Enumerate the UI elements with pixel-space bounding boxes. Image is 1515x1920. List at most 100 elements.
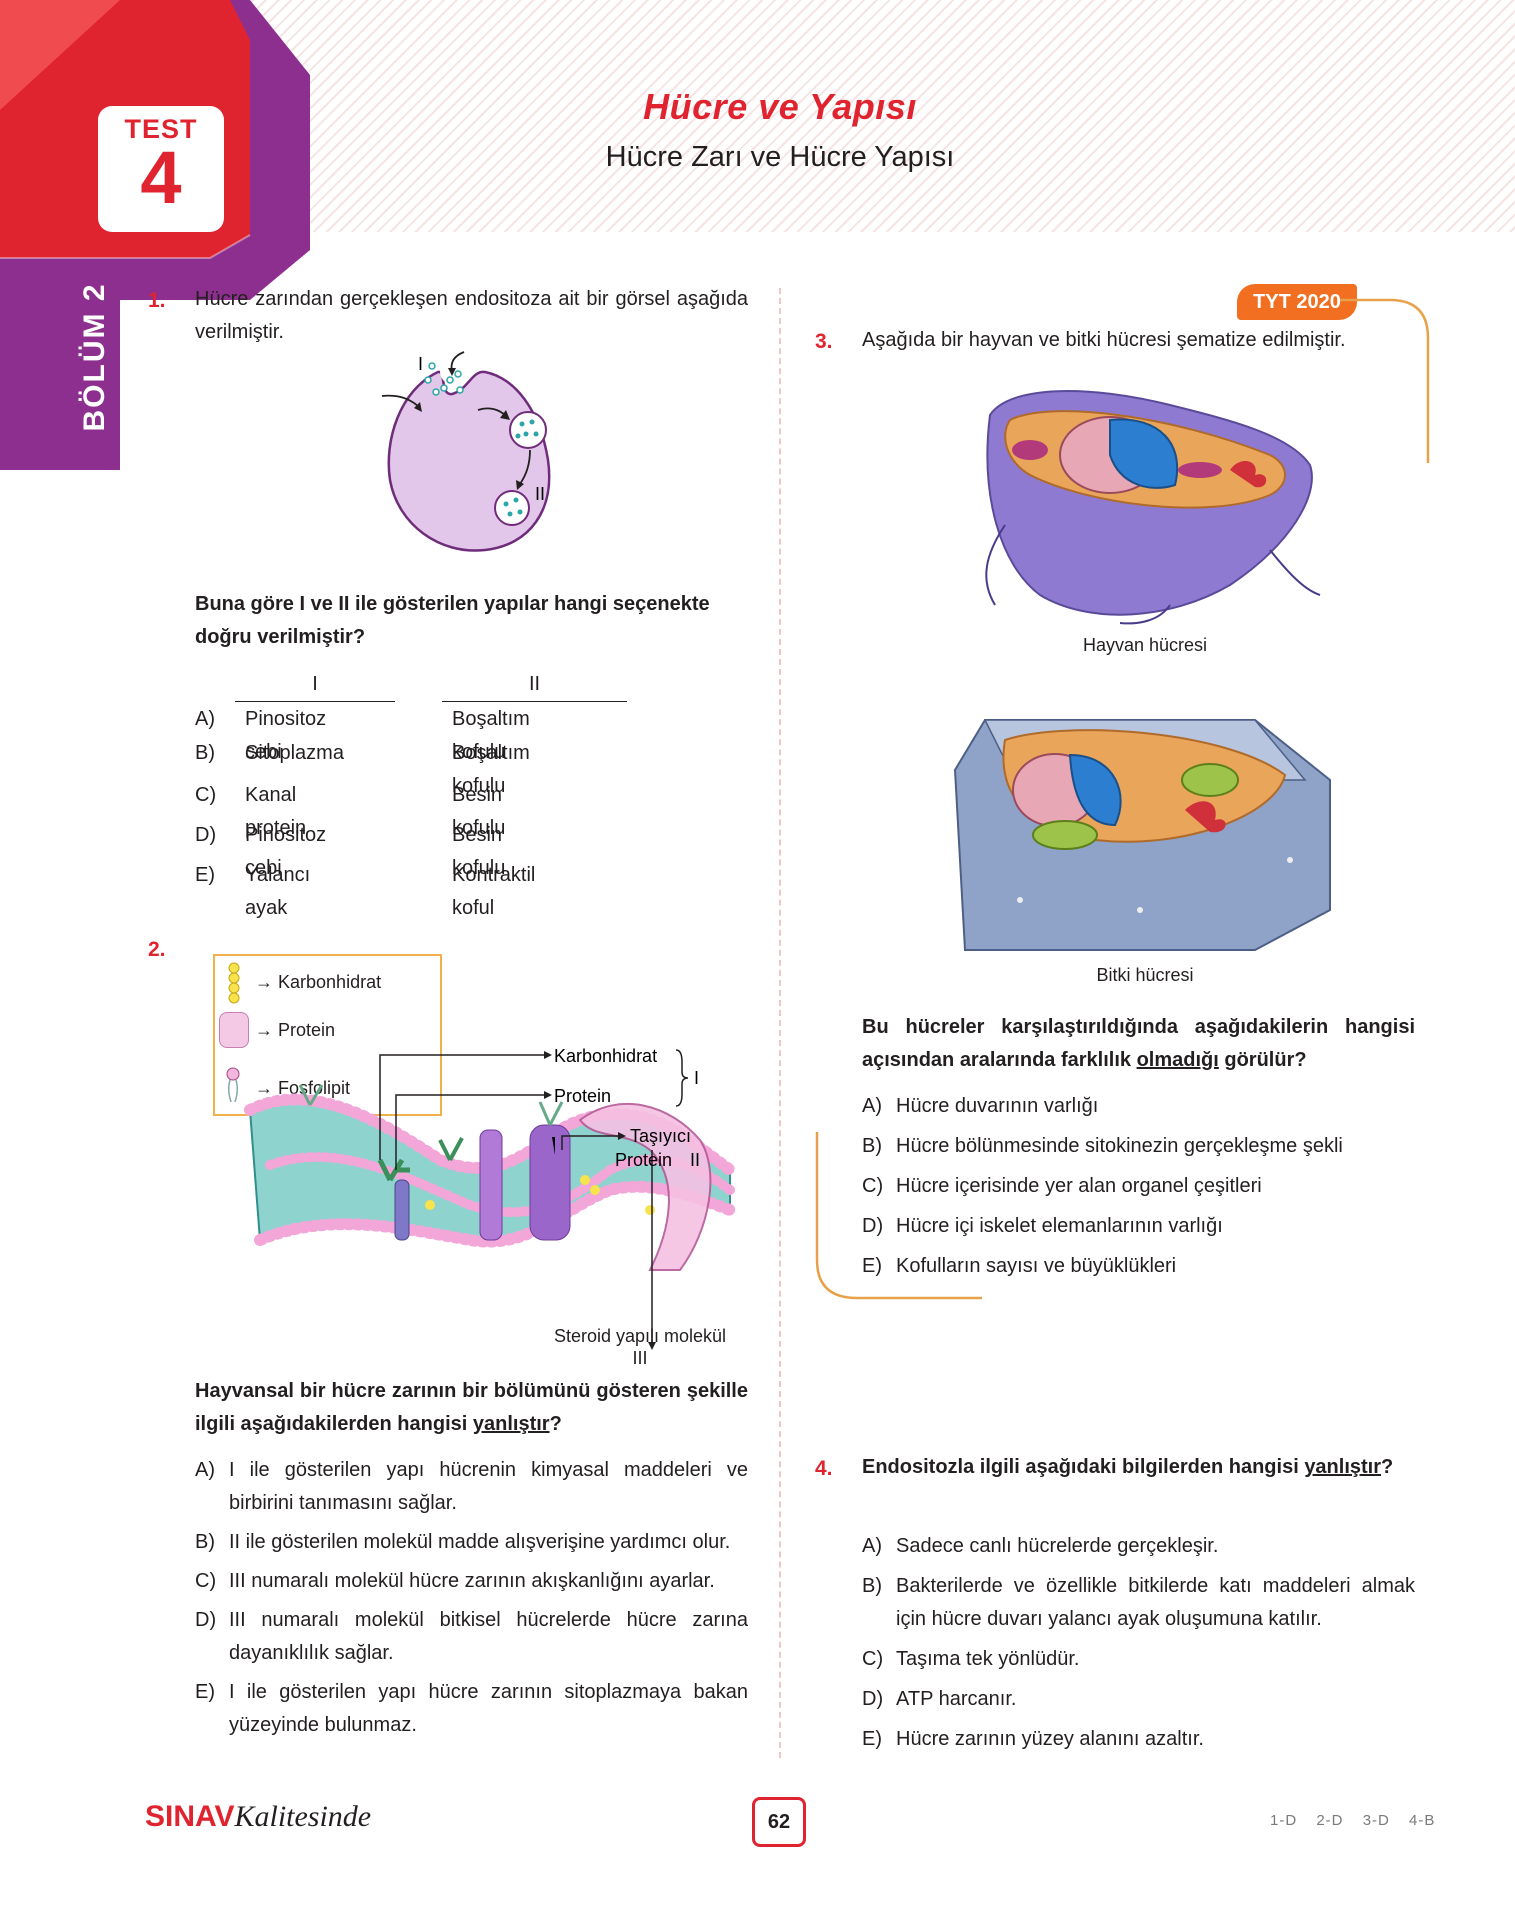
- q1-col-header-ii: II: [442, 668, 627, 702]
- q3-question-end: görülür?: [1218, 1049, 1307, 1071]
- q1-option-col-ii: Boşaltım kofulu: [452, 742, 530, 797]
- q3-option-text: Hücre içi iskelet elemanlarının varlığı: [896, 1215, 1223, 1237]
- q1-question: Buna göre I ve II ile gösterilen yapılar…: [195, 593, 710, 648]
- q2-option-text: II ile gösterilen molekül madde alışveri…: [229, 1531, 731, 1553]
- q4-option-letter: A): [862, 1535, 882, 1557]
- q1-option-col-ii: Boşaltım kofulu: [452, 708, 530, 763]
- fig-label-carrier-1: Taşıyıcı: [630, 1126, 691, 1146]
- legend-phospholipid: Fosfolipit: [278, 1078, 351, 1098]
- fig-label-carrier-2: Protein: [615, 1150, 672, 1170]
- q4-option-letter: E): [862, 1728, 882, 1750]
- q2-question: Hayvansal bir hücre zarının bir bölümünü…: [195, 1375, 748, 1441]
- q1-option-col-i: Yalancı ayak: [245, 864, 311, 919]
- q1-option-letter: A): [195, 708, 215, 730]
- q1-option-letter: B): [195, 742, 215, 764]
- q2-option-text: III numaralı molekül hücre zarının akışk…: [229, 1570, 715, 1592]
- phospholipid-icon: [226, 1067, 240, 1103]
- q1-number: 1.: [148, 289, 166, 312]
- legend-carbohydrate: Karbonhidrat: [278, 972, 382, 992]
- q3-option-a[interactable]: A) Hücre duvarının varlığı: [862, 1090, 1422, 1123]
- animal-cell-figure: [985, 390, 1321, 625]
- q4-option-text: ATP harcanır.: [896, 1688, 1017, 1710]
- section-tab: BÖLÜM 2: [60, 280, 130, 450]
- q3-question-emphasis: olmadığı: [1136, 1049, 1219, 1071]
- q4-option-e[interactable]: E) Hücre zarının yüzey alanını azaltır.: [862, 1723, 1415, 1756]
- caption-animal-cell: Hayvan hücresi: [1082, 635, 1208, 655]
- answer-key: 1-D 2-D 3-D 4-B: [1270, 1812, 1435, 1829]
- q2-option-a[interactable]: A) I ile gösterilen yapı hücrenin kimyas…: [195, 1454, 748, 1520]
- q4-option-d[interactable]: D) ATP harcanır.: [862, 1683, 1415, 1716]
- q1-label-ii: II: [535, 484, 545, 504]
- fig-label-steroid-roman: III: [632, 1348, 648, 1368]
- fig-label-group-i: I: [694, 1068, 699, 1088]
- q1-option-col-ii: Besin kofulu: [452, 784, 506, 839]
- q4-option-b[interactable]: B) Bakterilerde ve özellikle bitkilerde …: [862, 1570, 1415, 1636]
- q2-question-end: ?: [549, 1413, 562, 1435]
- legend-row-carbohydrate: → Karbonhidrat: [255, 972, 381, 993]
- q1-option-col-ii: Besin kofulu: [452, 824, 506, 879]
- q2-option-text: I ile gösterilen yapı hücrenin kimyasal …: [229, 1459, 748, 1514]
- q2-option-letter: C): [195, 1570, 217, 1592]
- test-badge-label: TEST: [124, 114, 198, 144]
- q1-option-col-i: Sitoplazma: [245, 742, 344, 764]
- answer-key-item: 3-D: [1362, 1812, 1390, 1829]
- q1-option-letter: E): [195, 864, 215, 886]
- q4-question-text: Endositozla ilgili aşağıdaki bilgilerden…: [862, 1456, 1305, 1478]
- q2-option-text: III numaralı molekül bitkisel hücrelerde…: [229, 1609, 748, 1664]
- q3-options: A) Hücre duvarının varlığı B) Hücre bölü…: [862, 1090, 1422, 1283]
- q1-col-header-i: I: [235, 668, 395, 702]
- q2-question-emphasis: yanlıştır: [472, 1413, 550, 1435]
- q3-option-text: Kofulların sayısı ve büyüklükleri: [896, 1255, 1177, 1277]
- q3-bracket-decoration: [1340, 298, 1430, 463]
- q2-option-e[interactable]: E) I ile gösterilen yapı hücre zarının s…: [195, 1676, 748, 1742]
- q3-question: Bu hücreler karşılaştırıldığında aşağıda…: [862, 1011, 1415, 1077]
- q4-option-text: Taşıma tek yönlüdür.: [896, 1648, 1080, 1670]
- q1-option-col-ii: Kontraktil koful: [452, 864, 536, 919]
- q4-option-text: Hücre zarının yüzey alanını azaltır.: [896, 1728, 1204, 1750]
- q2-option-text: I ile gösterilen yapı hücre zarının sito…: [229, 1681, 748, 1736]
- q2-membrane-figure: Karbonhidrat Protein I Taşıyıcı Protein …: [244, 1046, 736, 1350]
- q3-option-c[interactable]: C) Hücre içerisinde yer alan organel çeş…: [862, 1170, 1422, 1203]
- legend-row-phospholipid: → Fosfolipit: [255, 1078, 350, 1099]
- test-badge-number: 4: [140, 136, 182, 219]
- q3-option-b[interactable]: B) Hücre bölünmesinde sitokinezin gerçek…: [862, 1130, 1422, 1163]
- q2-question-text: Hayvansal bir hücre zarının bir bölümünü…: [195, 1380, 748, 1435]
- q4-option-a[interactable]: A) Sadece canlı hücrelerde gerçekleşir.: [862, 1530, 1415, 1563]
- page-subtitle: Hücre Zarı ve Hücre Yapısı: [605, 141, 955, 173]
- fig-label-steroid: Steroid yapılı molekül: [553, 1326, 727, 1346]
- arrow-icon: →: [255, 1020, 279, 1040]
- fig-label-carrier-roman: II: [690, 1150, 700, 1170]
- answer-key-item: 1-D: [1270, 1812, 1298, 1829]
- q3-option-text: Hücre içerisinde yer alan organel çeşitl…: [896, 1175, 1262, 1197]
- q2-option-c[interactable]: C) III numaralı molekül hücre zarının ak…: [195, 1565, 748, 1598]
- q4-question-end: ?: [1381, 1456, 1394, 1478]
- q2-number: 2.: [148, 938, 166, 961]
- header-corner-graphic: [0, 0, 310, 470]
- q4-question: Endositozla ilgili aşağıdaki bilgilerden…: [862, 1451, 1415, 1484]
- q1-option-col-i: Kanal protein: [245, 784, 307, 839]
- page-title: Hücre ve Yapısı: [643, 86, 917, 127]
- q2-option-b[interactable]: B) II ile gösterilen molekül madde alışv…: [195, 1526, 748, 1559]
- q4-options: A) Sadece canlı hücrelerde gerçekleşir. …: [862, 1530, 1415, 1756]
- q3-number: 3.: [815, 330, 833, 353]
- fig-label-protein: Protein: [554, 1086, 611, 1106]
- q4-option-c[interactable]: C) Taşıma tek yönlüdür.: [862, 1643, 1415, 1676]
- q3-bracket-left-decoration: [815, 1132, 982, 1300]
- tyt-2020-tag: TYT 2020: [1237, 284, 1357, 320]
- q3-text: Aşağıda bir hayvan ve bitki hücresi şema…: [862, 329, 1346, 351]
- answer-key-item: 4-B: [1409, 1812, 1436, 1829]
- publisher-logo: SINAVKalitesinde: [145, 1800, 371, 1834]
- arrow-icon: →: [255, 1078, 279, 1098]
- q2-option-d[interactable]: D) III numaralı molekül bitkisel hücrele…: [195, 1604, 748, 1670]
- q2-option-letter: A): [195, 1459, 215, 1481]
- q3-option-letter: C): [862, 1175, 884, 1197]
- q3-option-e[interactable]: E) Kofulların sayısı ve büyüklükleri: [862, 1250, 1422, 1283]
- answer-key-item: 2-D: [1316, 1812, 1344, 1829]
- protein-icon: [219, 1012, 249, 1048]
- q1-text: Hücre zarından gerçekleşen endositoza ai…: [195, 288, 748, 343]
- column-divider: [779, 288, 781, 1758]
- q2-option-letter: D): [195, 1609, 217, 1631]
- q4-option-letter: D): [862, 1688, 884, 1710]
- q4-option-text: Sadece canlı hücrelerde gerçekleşir.: [896, 1535, 1219, 1557]
- q3-option-d[interactable]: D) Hücre içi iskelet elemanlarının varlı…: [862, 1210, 1422, 1243]
